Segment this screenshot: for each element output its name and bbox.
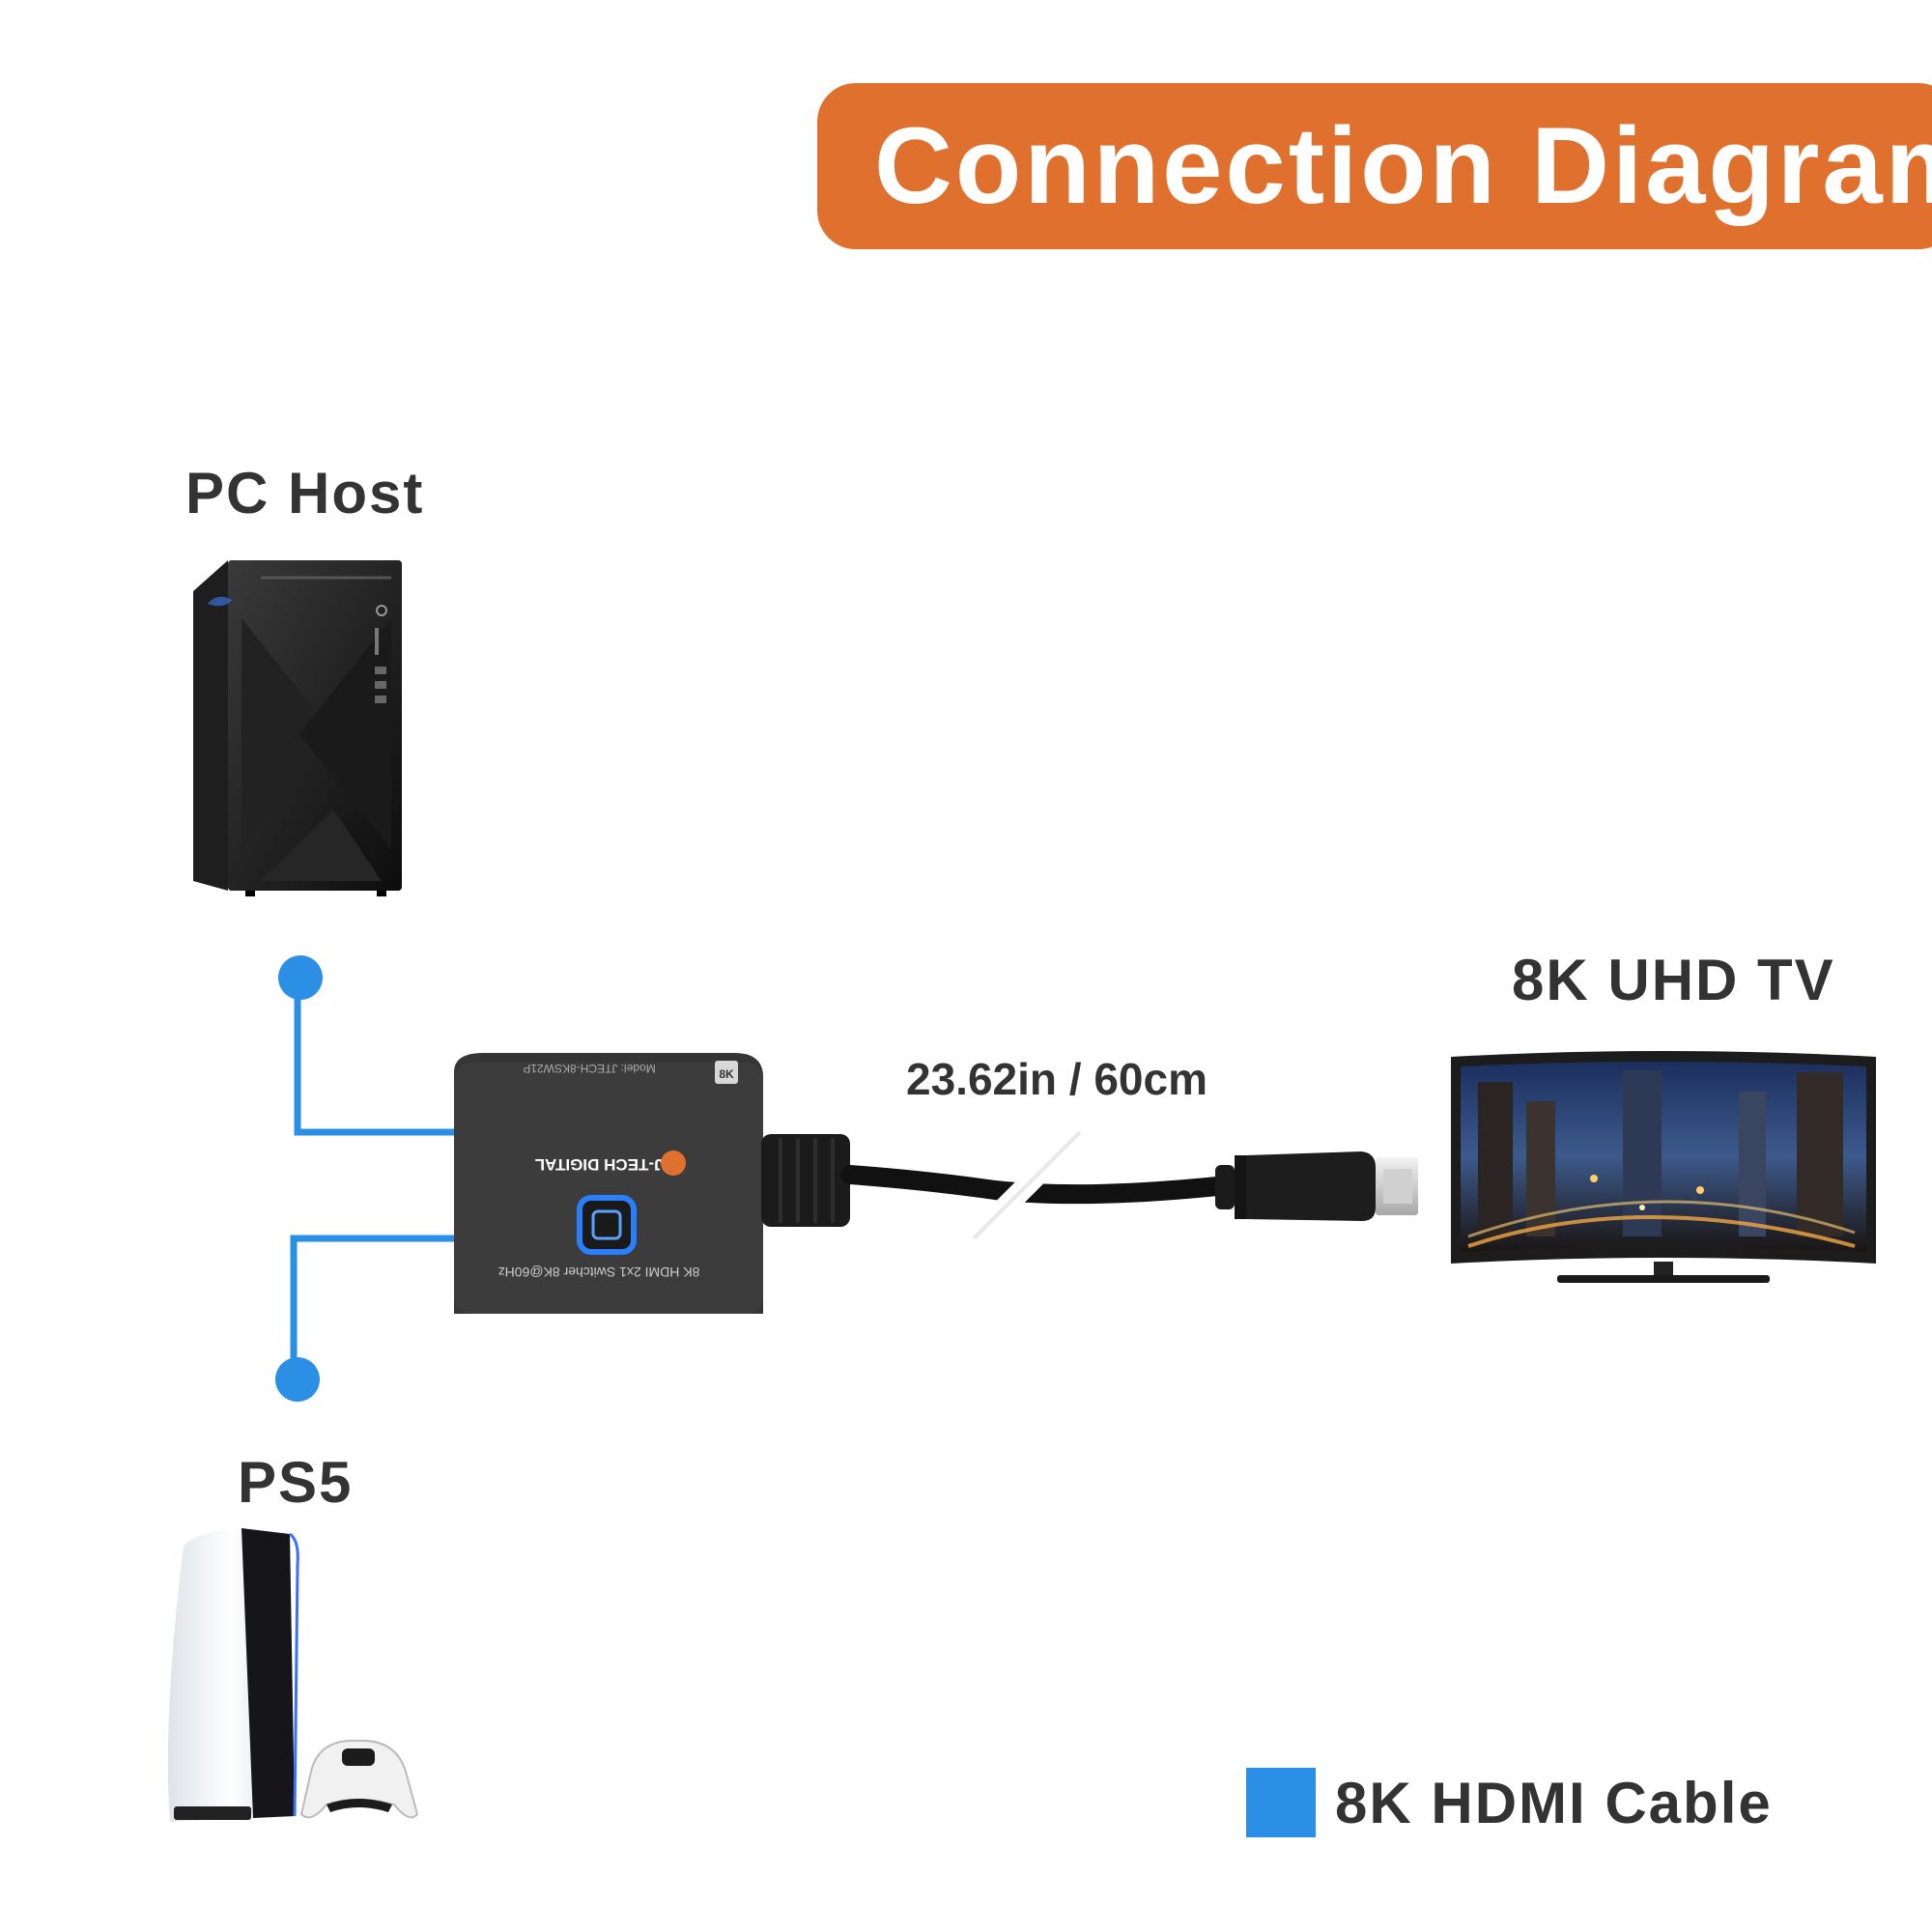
switch-button-icon [577, 1195, 637, 1255]
tv-label: 8K UHD TV [1512, 948, 1835, 1012]
pc-tower-icon [193, 560, 402, 896]
tv-icon [1451, 1051, 1876, 1283]
output-cable [761, 1122, 1418, 1244]
hdmi-switcher-device: Model: JTECH-8KSW21P 8K J-TECH DIGITAL 8… [454, 1053, 763, 1314]
switcher-model-text: Model: JTECH-8KSW21P [523, 1062, 655, 1075]
page-title: Connection Diagram [874, 105, 1932, 226]
legend-swatch [1246, 1768, 1316, 1837]
title-banner [817, 83, 1932, 249]
switcher-caption-text: 8K HDMI 2x1 Switcher 8K@60Hz [498, 1264, 700, 1280]
cable-length-label: 23.62in / 60cm [906, 1054, 1208, 1104]
pc-host-label: PC Host [185, 461, 425, 526]
switcher-8k-badge: 8K [719, 1067, 734, 1081]
legend-label: 8K HDMI Cable [1335, 1771, 1773, 1835]
brand-logo-icon [661, 1151, 686, 1176]
ps5-console-icon [167, 1528, 419, 1822]
switcher-brand-text: J-TECH DIGITAL [535, 1155, 664, 1174]
hdmi-cable-lines [275, 955, 454, 1402]
ps5-label: PS5 [238, 1450, 354, 1515]
